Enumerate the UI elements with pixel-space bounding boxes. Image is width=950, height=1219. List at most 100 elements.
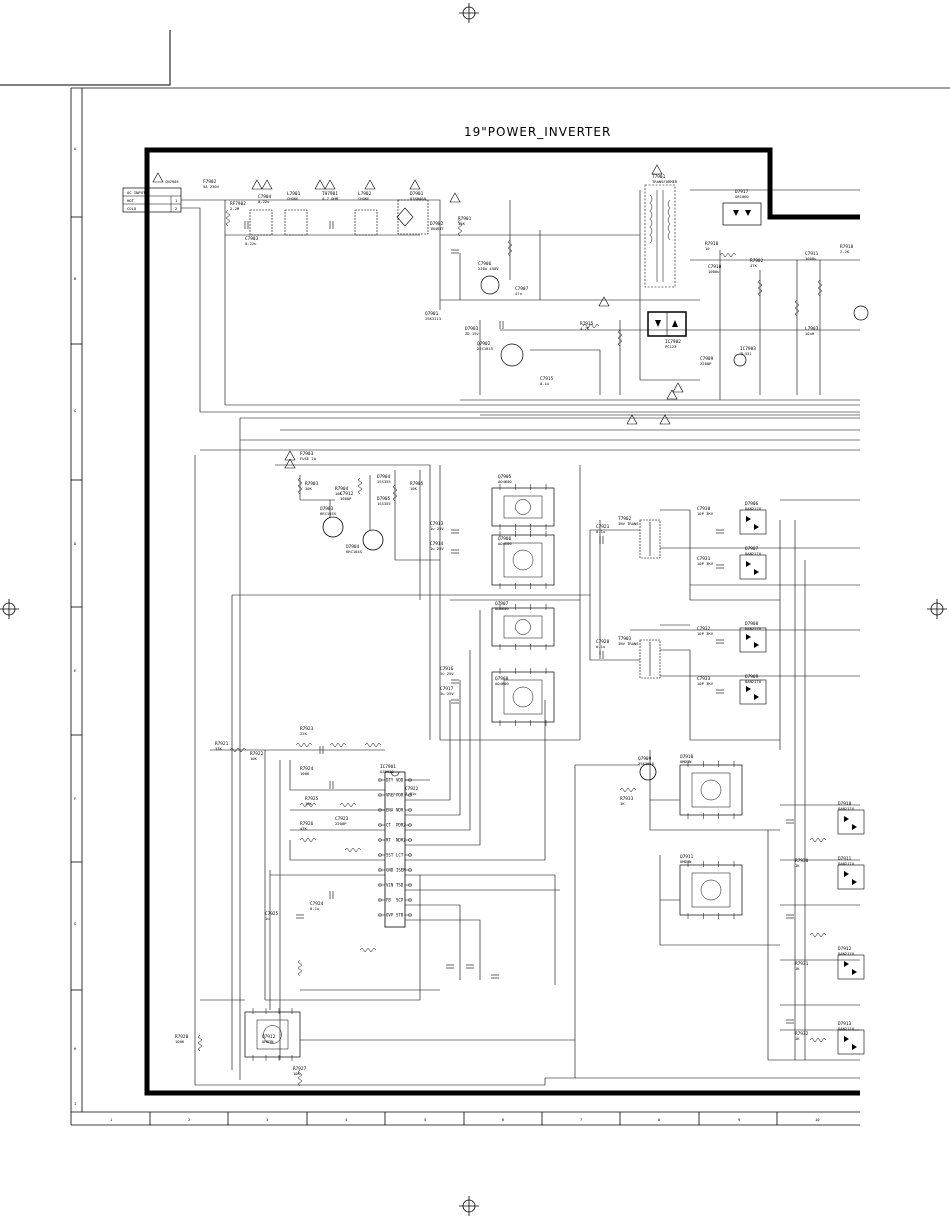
- part-ref: C7933: [697, 676, 711, 682]
- diode-pair: [739, 509, 767, 535]
- ic-pin-label-right: NDR: [396, 808, 404, 813]
- part-ref: Q7908: [495, 676, 509, 682]
- part-ref: R7931: [795, 961, 809, 967]
- ic-pin-mark: [378, 853, 382, 857]
- warning-triangle: [152, 172, 164, 183]
- part-ref: C7910: [708, 264, 722, 270]
- mosfet-symbol: [515, 499, 531, 515]
- part-value: 33K: [458, 221, 466, 226]
- ic-pin-label-left: VIN: [386, 883, 394, 888]
- part-ref: C7904: [258, 194, 272, 200]
- part-value: OZ9938: [380, 769, 394, 774]
- frame-col-label: 5: [424, 1117, 426, 1122]
- primary-transistors: [480, 275, 869, 367]
- part-value: 1u 25V: [430, 546, 444, 551]
- mosfet-die: [503, 495, 543, 519]
- part-value: DAN217U: [745, 679, 762, 684]
- mosfet-package: [491, 607, 555, 647]
- corner-tab: [0, 30, 171, 86]
- part-ref: F7902: [203, 179, 217, 185]
- part-ref: R7921: [215, 741, 229, 747]
- ic-pin-label-right: VDD: [396, 778, 404, 783]
- diode-pair: [837, 809, 865, 835]
- diode-pair: [739, 627, 767, 653]
- driver-transistors: [322, 516, 657, 781]
- part-value: 1K: [620, 801, 625, 806]
- part-value: 0.1u: [596, 644, 605, 649]
- mosfet-symbol: [515, 619, 531, 635]
- part-ref: C7913: [430, 521, 444, 527]
- main-transformer: [644, 184, 676, 288]
- ic-pin-mark: [408, 868, 412, 872]
- frame-row-label: F: [74, 796, 77, 801]
- diode-symbol: [754, 694, 759, 700]
- passive-components: [197, 209, 827, 1087]
- part-ref: R7902: [750, 258, 764, 264]
- part-ref: Q7906: [498, 536, 512, 542]
- part-value: AO4600: [498, 541, 512, 546]
- warning-triangle: [251, 179, 263, 190]
- part-ref: RF7902: [230, 201, 246, 207]
- frame-col-label: 2: [188, 1117, 190, 1122]
- part-value: 10K: [410, 486, 418, 491]
- part-ref: D7917: [735, 189, 749, 195]
- mosfet-package: [244, 1011, 301, 1058]
- part-value: TL431: [740, 351, 752, 356]
- diode-symbol: [844, 961, 849, 967]
- ic-pin-mark: [378, 898, 382, 902]
- part-ref: F7903: [300, 451, 314, 457]
- safety-warning-marks: [152, 164, 684, 469]
- ic-pin-label-right: PDR2: [396, 823, 406, 828]
- part-ref: R7926: [300, 821, 314, 827]
- part-ref: TH7901: [322, 191, 338, 197]
- part-value: TRANSFORMER: [652, 179, 678, 184]
- module-outline: [144, 147, 860, 1096]
- resistor: [299, 802, 317, 808]
- part-value: DAN217U: [838, 951, 855, 956]
- mosfet-symbol: [512, 686, 534, 708]
- part-ref: C7903: [245, 236, 259, 242]
- part-value: 1000P: [340, 496, 352, 501]
- part-ref: Q7904: [346, 544, 360, 550]
- resistor: [344, 847, 362, 853]
- part-ref: C7925: [265, 911, 279, 917]
- resistor: [794, 299, 800, 317]
- diode-symbol: [844, 1036, 849, 1042]
- mosfet-package: [679, 764, 743, 816]
- ic-pin-mark: [408, 898, 412, 902]
- part-value: 1u 25V: [440, 691, 454, 696]
- mosfet-package: [679, 864, 743, 916]
- part-ref: C7921: [596, 524, 610, 530]
- mosfet-die: [691, 872, 731, 908]
- part-value: 10P 3KV: [697, 511, 714, 516]
- part-ref: C7916: [440, 666, 454, 672]
- part-ref: D7913: [838, 1021, 852, 1027]
- part-value: 10P 3KV: [697, 681, 714, 686]
- part-ref: R7932: [795, 1031, 809, 1037]
- resistor: [329, 742, 347, 748]
